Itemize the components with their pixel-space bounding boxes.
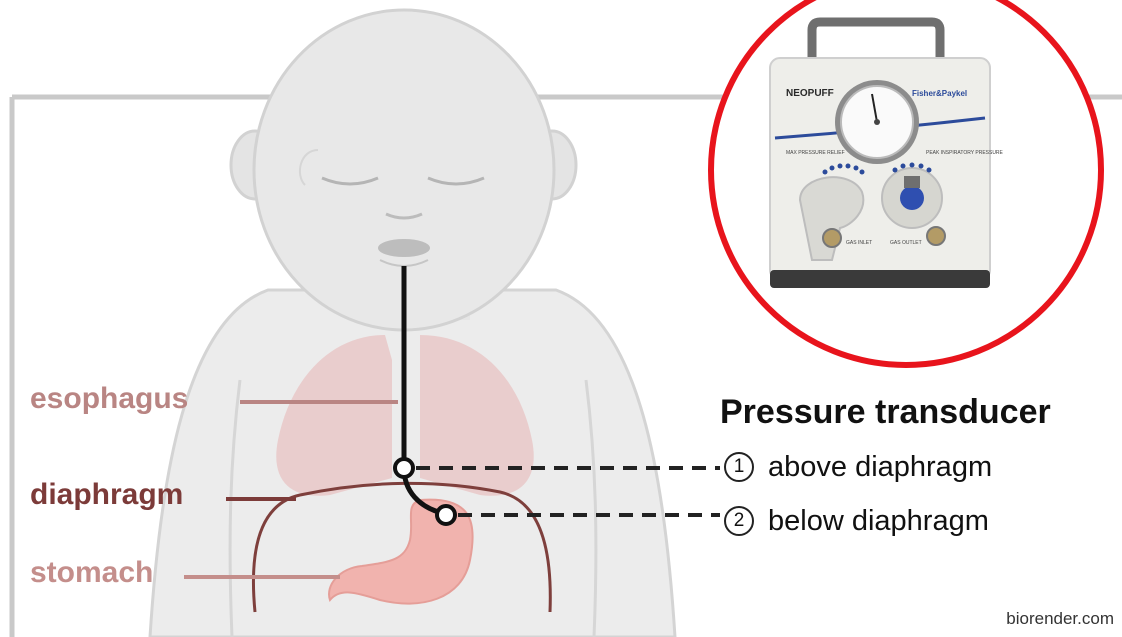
sensor-2-marker bbox=[437, 506, 455, 524]
svg-text:GAS OUTLET: GAS OUTLET bbox=[890, 240, 922, 246]
legend-title: Pressure transducer bbox=[720, 393, 1051, 432]
svg-text:MAX PRESSURE RELIEF: MAX PRESSURE RELIEF bbox=[786, 150, 845, 156]
svg-text:PEAK INSPIRATORY PRESSURE: PEAK INSPIRATORY PRESSURE bbox=[926, 150, 1004, 156]
legend-text-1: above diaphragm bbox=[768, 451, 992, 484]
legend-text-2: below diaphragm bbox=[768, 505, 989, 538]
legend-number-1: 1 bbox=[724, 452, 754, 482]
svg-text:GAS INLET: GAS INLET bbox=[846, 240, 872, 246]
svg-text:NEOPUFF: NEOPUFF bbox=[786, 88, 834, 99]
stomach-label: stomach bbox=[30, 556, 153, 590]
legend-item-1: 1 above diaphragm bbox=[724, 447, 992, 487]
sensor-1-marker bbox=[395, 459, 413, 477]
esophagus-label: esophagus bbox=[30, 382, 188, 416]
legend-number-2: 2 bbox=[724, 506, 754, 536]
credit-text: biorender.com bbox=[1006, 609, 1114, 629]
legend-item-2: 2 below diaphragm bbox=[724, 501, 989, 541]
svg-text:Fisher&Paykel: Fisher&Paykel bbox=[912, 89, 967, 98]
diaphragm-label: diaphragm bbox=[30, 478, 183, 512]
